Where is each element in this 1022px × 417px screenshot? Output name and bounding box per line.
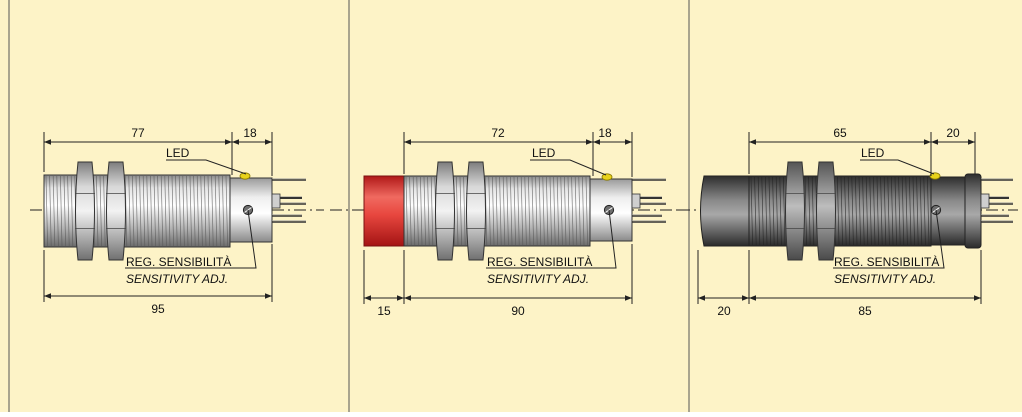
sensitivity-leader xyxy=(125,209,257,269)
nut-body xyxy=(106,161,126,261)
nut-body xyxy=(816,161,836,261)
hex-nut xyxy=(75,161,95,261)
led-leader xyxy=(166,159,247,175)
led-leader xyxy=(860,159,935,175)
led-indicator xyxy=(601,173,613,181)
connector-pins xyxy=(980,178,1013,223)
sensitivity-label-en: SENSITIVITY ADJ. xyxy=(487,272,589,286)
hex-nut xyxy=(106,161,126,261)
dimension-label-total: 90 xyxy=(511,304,525,318)
led-indicator xyxy=(239,172,251,180)
led-label: LED xyxy=(532,146,556,160)
sensor-cap-dark xyxy=(700,175,750,247)
led-indicator xyxy=(929,172,941,180)
sensor-cap-red xyxy=(363,175,405,247)
nut-body xyxy=(466,161,486,261)
dimension-label-cap: 15 xyxy=(377,304,391,318)
sensitivity-label-en: SENSITIVITY ADJ. xyxy=(834,272,936,286)
dimension-label-body: 77 xyxy=(131,126,145,140)
hex-nut xyxy=(435,161,455,261)
sensor-end-collar xyxy=(964,173,982,249)
dimension-label-cap: 20 xyxy=(717,304,731,318)
dimension-label-total: 95 xyxy=(151,302,165,316)
dimension-label-body: 72 xyxy=(491,126,505,140)
dimension-label-total: 85 xyxy=(858,304,872,318)
pin-block xyxy=(271,193,281,209)
led-label: LED xyxy=(166,146,190,160)
sensitivity-label-it: REG. SENSIBILITÀ xyxy=(487,254,592,269)
sensitivity-label-it: REG. SENSIBILITÀ xyxy=(126,254,231,269)
hex-nut xyxy=(466,161,486,261)
sensitivity-label-en: SENSITIVITY ADJ. xyxy=(126,272,228,286)
nut-body xyxy=(75,161,95,261)
connector-pins xyxy=(271,178,306,223)
led-label: LED xyxy=(861,146,885,160)
hex-nut xyxy=(785,161,805,261)
connector-pins xyxy=(631,178,666,223)
dimension-label-head: 18 xyxy=(598,126,612,140)
dimension-label-head: 18 xyxy=(243,126,257,140)
sensitivity-leader xyxy=(833,209,945,269)
nut-body xyxy=(435,161,455,261)
hex-nut xyxy=(816,161,836,261)
nut-body xyxy=(785,161,805,261)
dimension-label-head: 20 xyxy=(946,126,960,140)
sensitivity-leader xyxy=(486,209,617,269)
sensitivity-label-it: REG. SENSIBILITÀ xyxy=(834,254,939,269)
led-leader xyxy=(530,159,607,176)
pin-block xyxy=(980,193,990,209)
dimension-label-body: 65 xyxy=(833,126,847,140)
pin-block xyxy=(631,193,641,209)
